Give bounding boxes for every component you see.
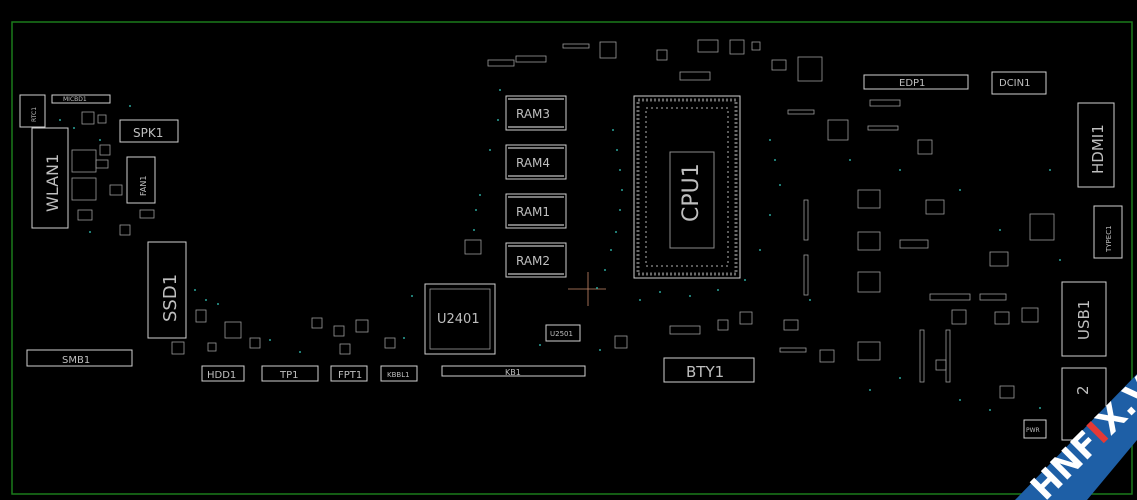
right-small-parts <box>779 99 1055 399</box>
hdd-connector[interactable]: HDD1 <box>201 365 245 382</box>
ram1-chip[interactable]: RAM1 <box>505 193 567 229</box>
wlan-label: WLAN1 <box>43 154 62 212</box>
crosshair-cursor <box>568 272 606 306</box>
ram3-label: RAM3 <box>516 107 550 121</box>
ram4-label: RAM4 <box>516 156 550 170</box>
usb1-label: USB1 <box>1075 300 1093 340</box>
kb-label: KB1 <box>505 368 521 377</box>
ram2-label: RAM2 <box>516 254 550 268</box>
u2501-chip[interactable]: U2501 <box>545 324 581 342</box>
u2501-label: U2501 <box>550 330 573 338</box>
typec-label: TYPEC1 <box>1105 225 1113 253</box>
cpu-label: CPU1 <box>679 163 704 222</box>
tp-label: TP1 <box>279 370 299 381</box>
smb-connector[interactable]: SMB1 <box>26 349 133 367</box>
cpu-chip[interactable]: CPU1 <box>633 95 741 279</box>
ram2-chip[interactable]: RAM2 <box>505 242 567 278</box>
fan-connector[interactable]: FAN1 <box>126 156 156 204</box>
usb1-connector[interactable]: USB1 <box>1061 281 1107 357</box>
edp-label: EDP1 <box>899 78 925 89</box>
micbd-connector[interactable]: MICBD1 <box>51 94 111 104</box>
kb-connector[interactable]: KB1 <box>441 365 586 377</box>
left-small-parts <box>71 111 482 355</box>
tp-connector[interactable]: TP1 <box>261 365 319 382</box>
spk-connector[interactable]: SPK1 <box>119 119 179 143</box>
ssd-slot[interactable]: SSD1 <box>147 241 187 339</box>
fpt-connector[interactable]: FPT1 <box>330 365 368 382</box>
ram-ball-grid <box>508 98 564 275</box>
hdd-label: HDD1 <box>207 370 236 381</box>
fan-label: FAN1 <box>139 176 148 196</box>
rtc-component[interactable]: RTC1 <box>19 94 46 128</box>
u2401-chip[interactable]: U2401 <box>424 283 496 355</box>
hdmi-label: HDMI1 <box>1089 124 1107 174</box>
rtc-label: RTC1 <box>31 107 38 122</box>
fpt-label: FPT1 <box>338 370 362 381</box>
board-outline <box>11 21 1133 495</box>
kbbl-label: KBBL1 <box>387 371 410 379</box>
test-points <box>59 89 1061 411</box>
hdmi-connector[interactable]: HDMI1 <box>1077 102 1115 188</box>
typec-connector[interactable]: TYPEC1 <box>1093 205 1123 259</box>
bty-connector[interactable]: BTY1 <box>663 357 755 383</box>
smb-label: SMB1 <box>62 355 90 366</box>
dcin-connector[interactable]: DCIN1 <box>991 71 1047 95</box>
usb2-connector[interactable]: 2 <box>1061 367 1107 441</box>
ram4-chip[interactable]: RAM4 <box>505 144 567 180</box>
dcin-label: DCIN1 <box>999 78 1030 89</box>
top-small-parts <box>487 39 823 349</box>
micbd-label: MICBD1 <box>63 96 87 103</box>
edp-connector[interactable]: EDP1 <box>863 74 969 90</box>
usb2-label: 2 <box>1074 385 1092 395</box>
wlan-module[interactable]: WLAN1 <box>31 127 69 229</box>
u2401-label: U2401 <box>437 312 480 327</box>
kbbl-connector[interactable]: KBBL1 <box>380 365 418 382</box>
ram1-label: RAM1 <box>516 205 550 219</box>
pwr-label: PWR <box>1026 427 1040 434</box>
ram3-chip[interactable]: RAM3 <box>505 95 567 131</box>
bty-label: BTY1 <box>686 363 724 381</box>
ssd-label: SSD1 <box>160 274 181 322</box>
spk-label: SPK1 <box>133 126 163 140</box>
pwr-connector[interactable]: PWR <box>1023 419 1047 439</box>
